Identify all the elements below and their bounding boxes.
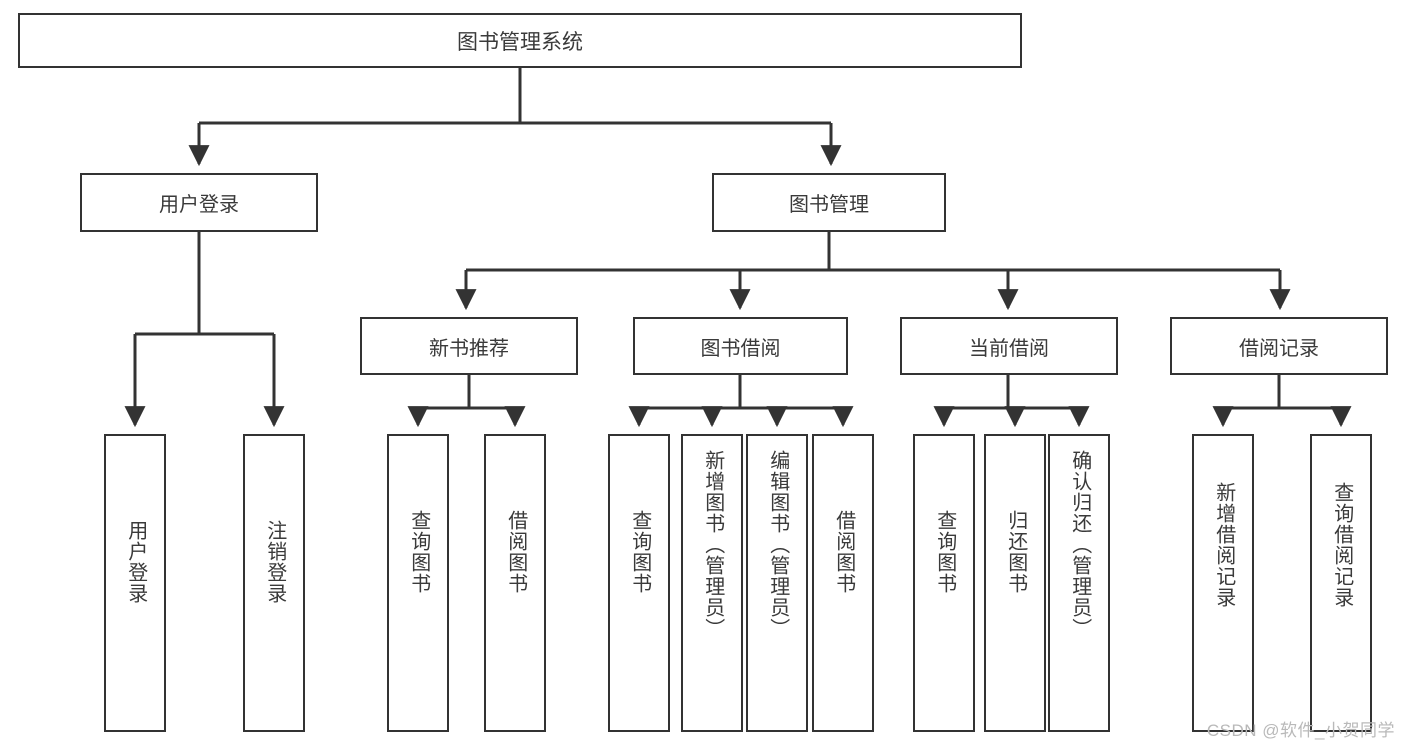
node-book-borrow-label: 图书借阅: [700, 337, 781, 360]
node-leaf-user-logout-label: 注销登录: [263, 520, 286, 604]
node-leaf-user-login-label: 用户登录: [124, 520, 147, 604]
node-root[interactable]: 图书管理系统: [18, 13, 1022, 68]
node-leaf-borrow-edit-book-label: 编辑图书（管理员）: [766, 450, 789, 639]
node-leaf-borrow-edit-book[interactable]: 编辑图书（管理员）: [746, 434, 808, 732]
node-leaf-borrow-query-book[interactable]: 查询图书: [608, 434, 670, 732]
node-leaf-borrow-query-book-label: 查询图书: [628, 510, 651, 594]
node-book-borrow[interactable]: 图书借阅: [633, 317, 848, 375]
node-root-label: 图书管理系统: [457, 30, 583, 54]
node-book-manage-label: 图书管理: [789, 194, 869, 216]
node-leaf-recommend-borrow-book[interactable]: 借阅图书: [484, 434, 546, 732]
node-user-login-label: 用户登录: [159, 194, 239, 216]
node-leaf-recommend-borrow-book-label: 借阅图书: [504, 510, 527, 594]
node-leaf-current-return-book-label: 归还图书: [1004, 510, 1027, 594]
node-leaf-user-login[interactable]: 用户登录: [104, 434, 166, 732]
node-leaf-recommend-query-book-label: 查询图书: [407, 510, 430, 594]
node-new-book-recommend[interactable]: 新书推荐: [360, 317, 578, 375]
node-leaf-current-return-book[interactable]: 归还图书: [984, 434, 1046, 732]
node-user-login[interactable]: 用户登录: [80, 173, 318, 232]
node-leaf-current-confirm-return[interactable]: 确认归还（管理员）: [1048, 434, 1110, 732]
node-leaf-record-query-label: 查询借阅记录: [1330, 482, 1353, 608]
node-leaf-current-query-book-label: 查询图书: [933, 510, 956, 594]
node-leaf-user-logout[interactable]: 注销登录: [243, 434, 305, 732]
node-book-manage[interactable]: 图书管理: [712, 173, 946, 232]
node-leaf-record-query[interactable]: 查询借阅记录: [1310, 434, 1372, 732]
node-current-borrow[interactable]: 当前借阅: [900, 317, 1118, 375]
node-new-book-recommend-label: 新书推荐: [429, 337, 509, 360]
node-leaf-current-confirm-return-label: 确认归还（管理员）: [1068, 450, 1091, 639]
node-leaf-borrow-add-book[interactable]: 新增图书（管理员）: [681, 434, 743, 732]
node-leaf-borrow-borrow-book[interactable]: 借阅图书: [812, 434, 874, 732]
node-leaf-record-add[interactable]: 新增借阅记录: [1192, 434, 1254, 732]
watermark-text: CSDN @软件_小贺同学: [1206, 721, 1395, 740]
node-leaf-borrow-add-book-label: 新增图书（管理员）: [701, 450, 724, 639]
node-leaf-borrow-borrow-book-label: 借阅图书: [832, 510, 855, 594]
node-borrow-record-label: 借阅记录: [1239, 337, 1319, 360]
node-leaf-record-add-label: 新增借阅记录: [1212, 482, 1235, 608]
node-leaf-current-query-book[interactable]: 查询图书: [913, 434, 975, 732]
node-current-borrow-label: 当前借阅: [969, 337, 1049, 360]
node-leaf-recommend-query-book[interactable]: 查询图书: [387, 434, 449, 732]
node-borrow-record[interactable]: 借阅记录: [1170, 317, 1388, 375]
